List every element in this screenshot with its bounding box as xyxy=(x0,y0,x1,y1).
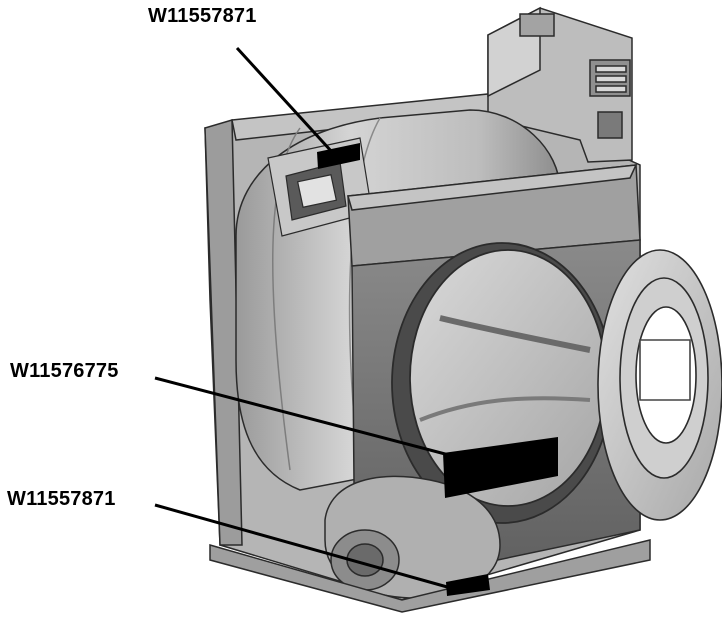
leader-line-middle xyxy=(154,376,492,468)
leader-line-top xyxy=(235,46,334,154)
control-housing xyxy=(487,6,633,163)
label-patch-top xyxy=(317,143,360,169)
leader-line-bottom xyxy=(154,503,459,592)
label-patch-middle xyxy=(443,437,558,498)
part-number-callout-bottom: W11557871 xyxy=(7,488,116,510)
part-number-callout-middle: W11576775 xyxy=(10,360,119,382)
dryer-door xyxy=(597,249,722,521)
blower-assembly xyxy=(209,475,651,613)
leader-lines xyxy=(154,46,492,592)
part-number-callout-top: W11557871 xyxy=(148,5,257,27)
